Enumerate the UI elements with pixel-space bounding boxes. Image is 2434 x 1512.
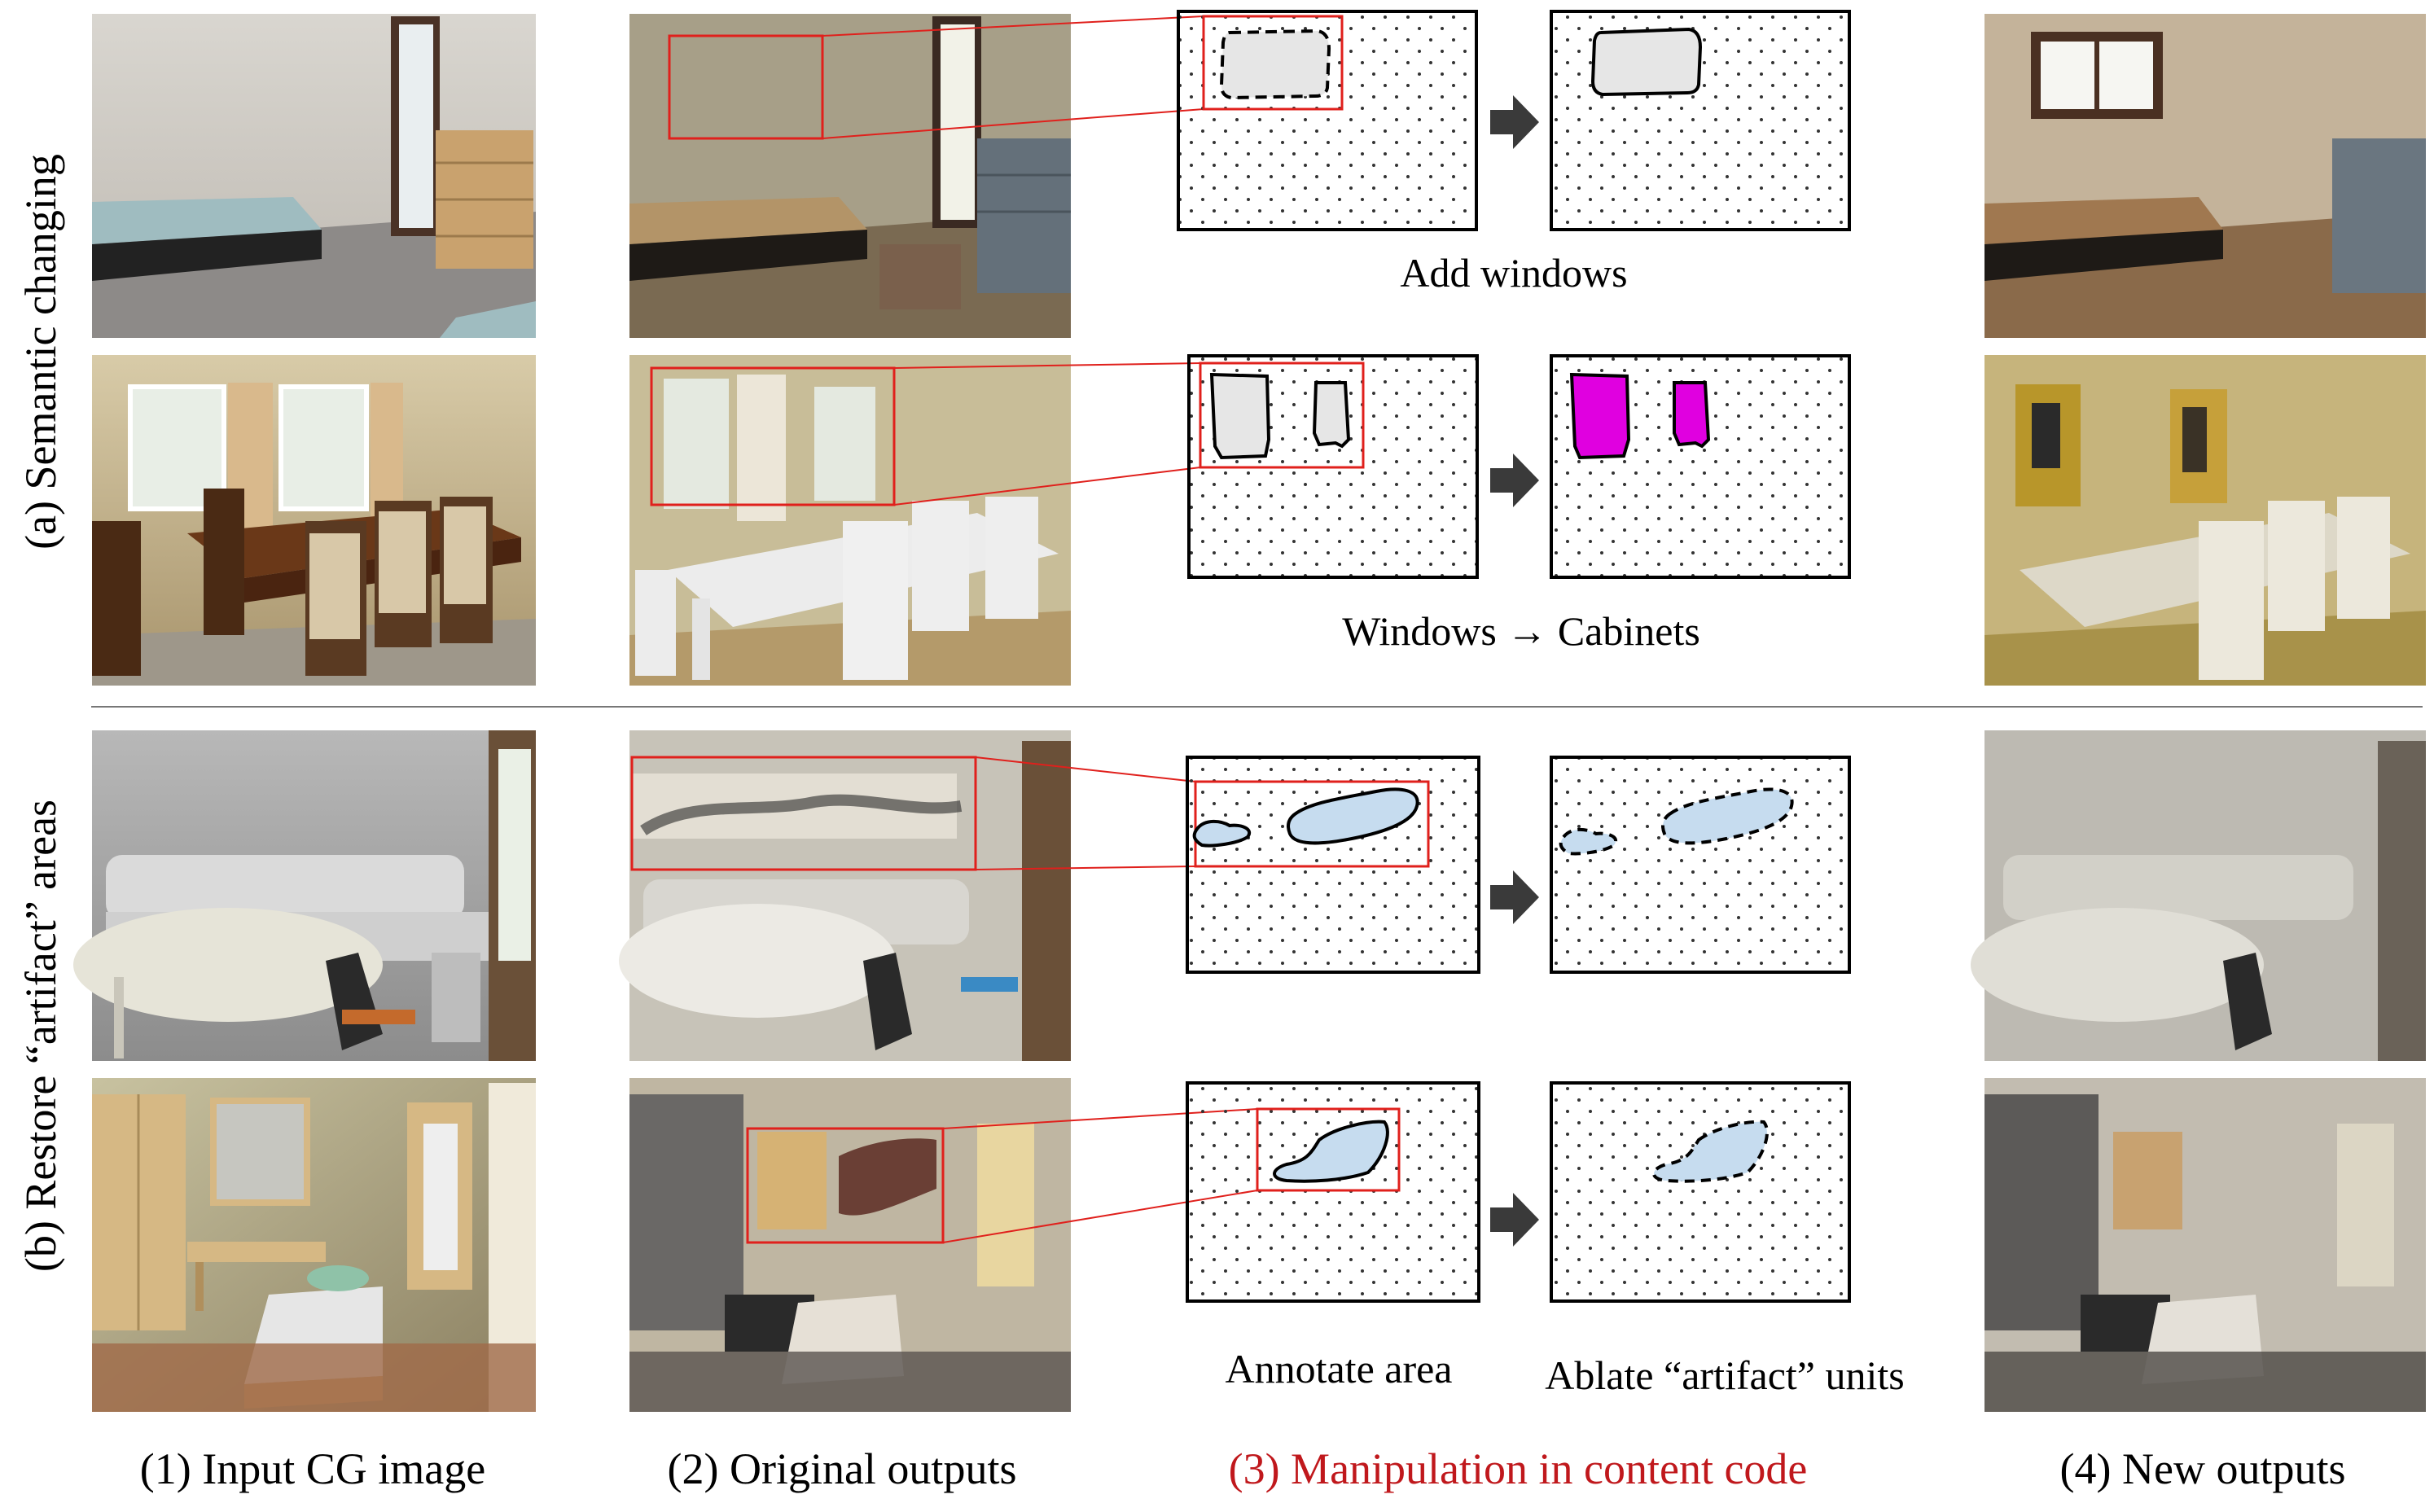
content-code-panel-b1-right	[1550, 756, 1851, 974]
new-output-bedroom	[1984, 14, 2426, 338]
column-title-original: (2) Original outputs	[668, 1444, 1017, 1493]
original-output-bedroom-2	[629, 1078, 1071, 1412]
highlight-box-b2	[746, 1127, 945, 1244]
content-code-panel-b2-right	[1550, 1081, 1851, 1303]
window-mask-left	[1209, 372, 1271, 460]
input-image-bedroom	[92, 14, 536, 338]
connector-lines	[822, 15, 1258, 1243]
new-output-bedroom-2	[1984, 1078, 2426, 1412]
caption-add-windows: Add windows	[1400, 250, 1627, 296]
highlight-box-a1	[668, 34, 824, 140]
original-output-living-room	[619, 730, 1071, 1061]
window-mask-dashed	[1219, 28, 1331, 100]
arrow-icon-a2	[1490, 454, 1539, 507]
artifact-mask-b2	[1273, 1120, 1389, 1183]
window-mask-right	[1312, 381, 1351, 449]
arrow-icon-b1	[1490, 870, 1539, 924]
original-output-dining-room	[629, 355, 1071, 686]
arrow-icon-b2	[1490, 1193, 1539, 1247]
artifact-mask-small-ablated	[1559, 827, 1617, 856]
artifact-mask-small	[1192, 819, 1251, 848]
column-title-new: (4) New outputs	[2060, 1444, 2346, 1493]
original-output-bedroom	[629, 14, 1071, 338]
content-code-panel-a1-right	[1550, 10, 1851, 231]
content-code-panel-b2-left	[1186, 1081, 1480, 1303]
highlight-box-a2	[650, 366, 896, 506]
cabinet-mask-right	[1673, 381, 1711, 449]
arrow-icon-a1	[1490, 95, 1539, 149]
content-code-panel-a2-right	[1550, 354, 1851, 579]
artifact-mask-b2-ablated	[1652, 1120, 1769, 1183]
cabinet-mask-left	[1569, 372, 1631, 460]
caption-ablate-units: Ablate “artifact” units	[1545, 1352, 1904, 1398]
caption-annotate-area: Annotate area	[1225, 1346, 1452, 1391]
artifact-mask-large	[1287, 787, 1419, 845]
input-image-living-room	[73, 730, 536, 1061]
column-title-manipulation: (3) Manipulation in content code	[1229, 1444, 1808, 1493]
column-title-input: (1) Input CG image	[140, 1444, 485, 1493]
highlight-box-b1	[630, 756, 977, 871]
window-mask-added	[1590, 27, 1703, 97]
row-a-label: (a) Semantic changing	[16, 154, 65, 550]
content-code-panel-a2-left	[1187, 354, 1479, 579]
content-code-panel-a1-left	[1177, 10, 1478, 231]
caption-windows-to-cabinets: Windows → Cabinets	[1342, 608, 1700, 654]
input-image-bedroom-2	[92, 1078, 536, 1412]
input-image-dining-room	[92, 355, 536, 686]
row-b-label: (b) Restore “artifact” areas	[16, 800, 65, 1272]
new-output-living-room	[1971, 730, 2426, 1061]
content-code-panel-b1-left	[1186, 756, 1480, 974]
artifact-mask-large-ablated	[1661, 787, 1794, 845]
new-output-dining-room	[1984, 355, 2426, 686]
